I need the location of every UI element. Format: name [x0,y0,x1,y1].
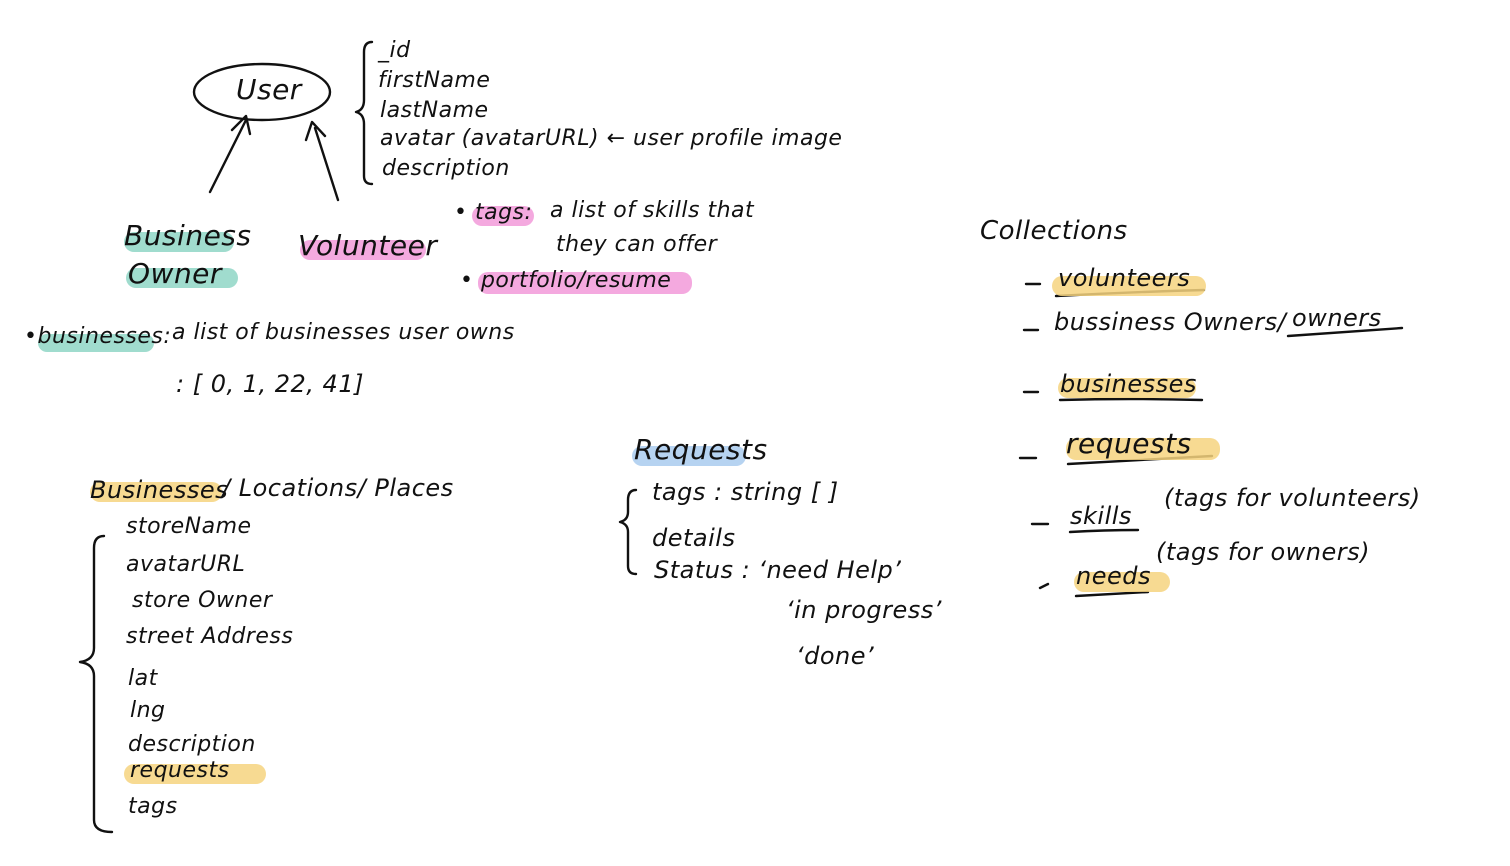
arrow-business-owner-to-user [208,114,252,194]
requests-status-in-progress: ‘in progress’ [786,596,942,624]
user-field-id: _id [378,38,411,63]
business-field-lat: lat [128,666,158,691]
collection-businesses: businesses [1060,370,1197,398]
collection-owners-alias: owners [1292,304,1382,332]
business-field-storeowner: store Owner [132,588,273,613]
requests-brace [618,488,638,576]
user-field-avatar: avatar (avatarURL) ← user profile image [380,126,843,151]
dash-6 [1038,582,1050,590]
collections-title: Collections [980,216,1128,246]
requests-title: Requests [634,433,768,466]
highlight-needs [1074,572,1170,592]
volunteer-portfolio: • portfolio/resume [460,268,672,293]
highlight-tags [472,206,534,226]
business-field-requests: requests [130,758,230,783]
user-field-firstname: firstName [378,68,491,93]
businesses-title-rest: / Locations/ Places [222,474,454,502]
highlight-requests-title [632,446,746,466]
requests-field-details: details [652,524,736,552]
business-field-description: description [128,732,256,757]
volunteer-tags-text-2: they can offer [556,232,718,257]
underline-skills [1068,528,1140,534]
user-field-lastname: lastName [380,98,489,123]
businesses-bullet-label: •businesses: [24,324,172,349]
highlight-owner [126,268,238,288]
requests-field-status: Status : ‘need Help’ [654,556,902,584]
highlight-requests-coll [1066,438,1220,460]
highlight-businesses-coll [1058,378,1196,398]
arrow-volunteer-to-user [304,120,340,202]
collection-requests: requests [1066,427,1192,460]
volunteer-tags-text-1: a list of skills that [550,198,755,223]
highlight-businesses-title [90,482,222,502]
business-owner-label-2: Owner [128,257,222,290]
requests-field-tags: tags : string [ ] [652,478,839,506]
business-field-lng: lng [130,698,166,723]
user-title: User [236,73,302,106]
volunteer-label: Volunteer [298,229,438,262]
business-fields-brace [78,534,114,834]
highlight-volunteers [1052,276,1206,296]
volunteer-tags-bullet: • tags: [454,200,533,225]
highlight-portfolio [478,272,692,294]
business-field-streetaddress: street Address [126,624,294,649]
highlight-requests-field [124,764,266,784]
highlight-business [124,232,234,252]
user-fields-brace [354,40,374,186]
user-ellipse [192,62,332,122]
collection-owners: bussiness Owners/ [1054,308,1287,336]
collection-skills-note: (tags for volunteers) [1164,484,1421,512]
collection-needs: needs [1076,562,1151,590]
underline-needs [1074,590,1150,598]
highlight-businesses-bullet [38,334,154,352]
requests-status-done: ‘done’ [796,642,875,670]
businesses-bullet-text: a list of businesses user owns [172,320,515,345]
underline-businesses [1058,397,1204,402]
business-field-avatarurl: avatarURL [126,552,246,577]
user-field-description: description [382,156,510,181]
business-field-storename: storeName [126,514,252,539]
highlight-volunteer [300,240,426,260]
business-field-tags: tags [128,794,178,819]
businesses-title-highlight: Businesses [90,476,229,504]
businesses-example: : [ 0, 1, 22, 41] [176,370,364,398]
collection-volunteers: volunteers [1058,264,1191,292]
collection-skills: skills [1070,502,1132,530]
underline-owners [1286,326,1404,338]
business-owner-label-1: Business [124,219,252,252]
collection-needs-note: (tags for owners) [1156,538,1370,566]
